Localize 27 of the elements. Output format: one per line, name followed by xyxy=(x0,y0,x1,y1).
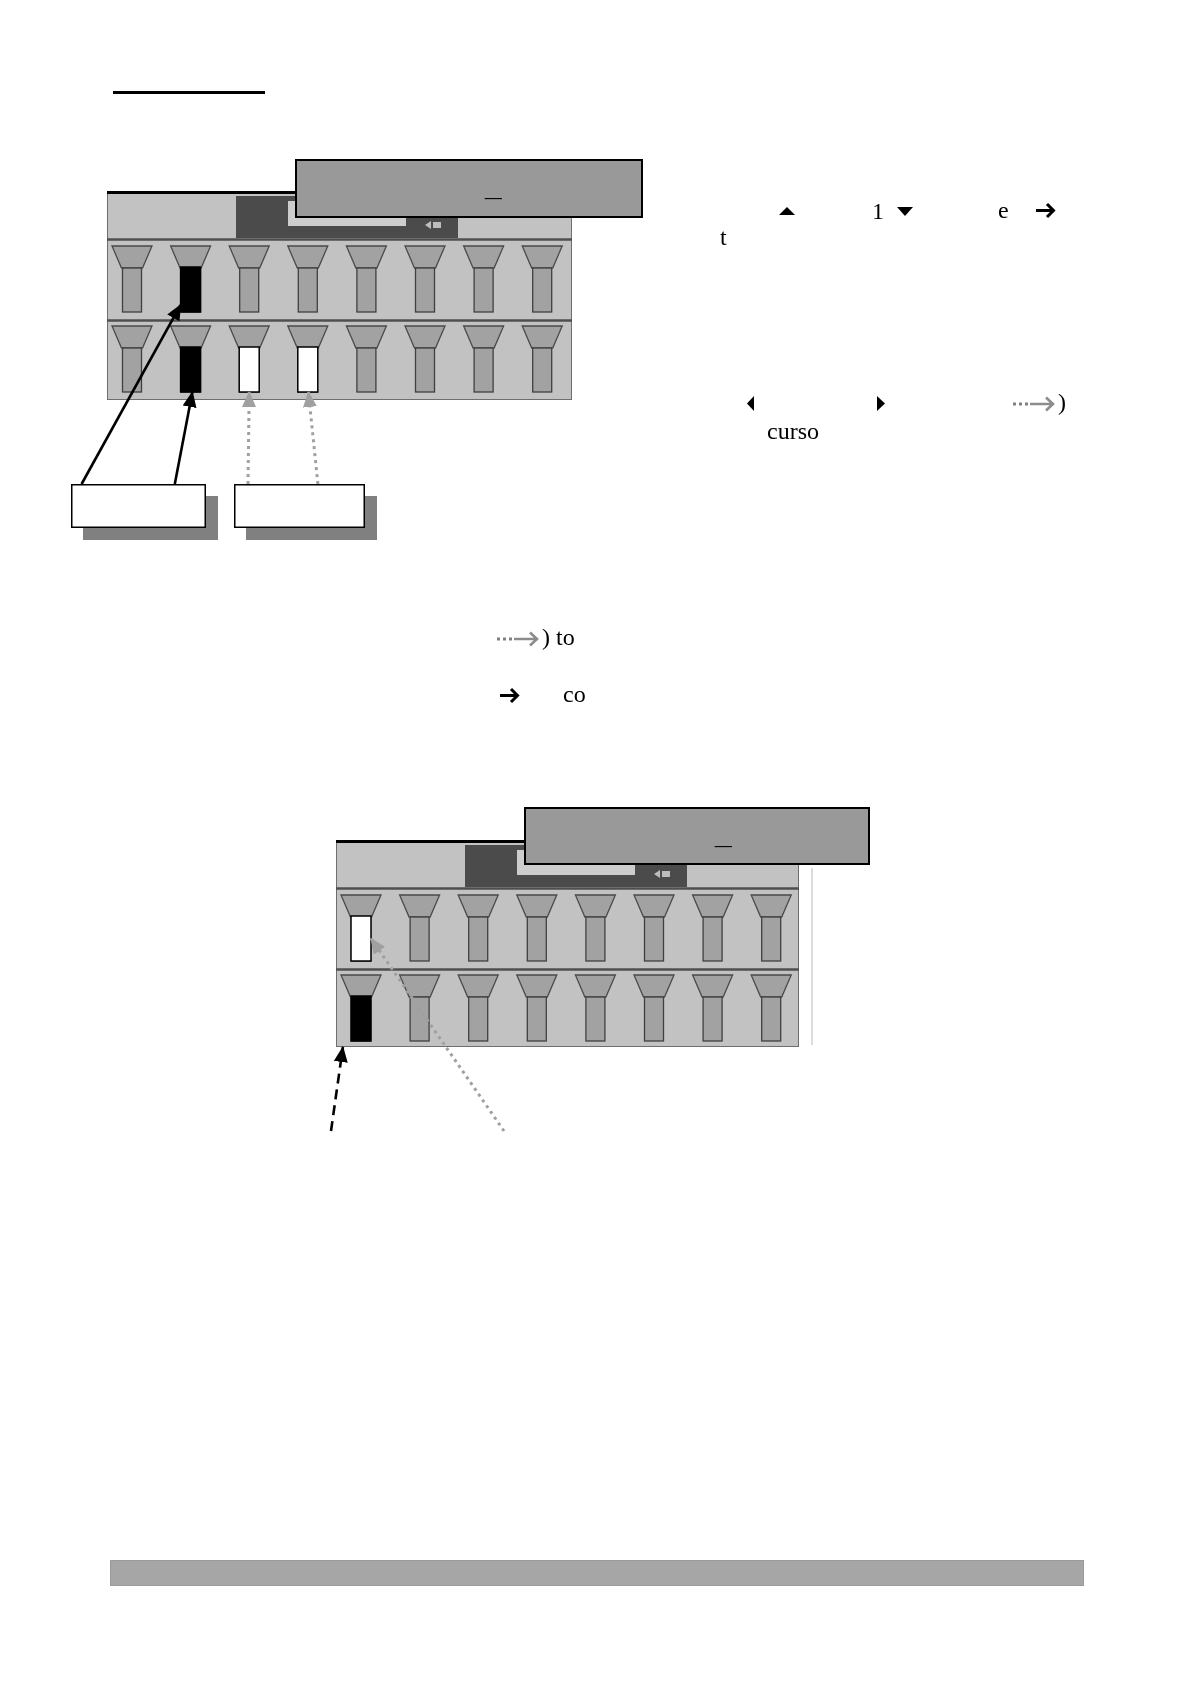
footswitch-indicator xyxy=(350,915,372,962)
footswitch-indicator xyxy=(179,346,202,393)
text-fragment: ) xyxy=(1058,390,1066,414)
leader-arrow xyxy=(173,391,197,485)
text-fragment: t xyxy=(720,225,727,249)
display-panel xyxy=(295,159,643,218)
leader-arrow xyxy=(369,937,506,1132)
leader-arrow xyxy=(303,391,320,485)
footswitch-indicator xyxy=(350,995,372,1042)
leader-arrow xyxy=(80,303,182,485)
display-panel xyxy=(524,807,870,865)
footswitch-indicator xyxy=(238,346,260,393)
footswitch-indicator xyxy=(297,346,319,393)
text-fragment: e xyxy=(998,198,1009,222)
leader-arrow xyxy=(329,1046,348,1132)
callout-box xyxy=(71,484,218,540)
callout-box xyxy=(234,484,377,540)
text-fragment: curso xyxy=(767,419,819,443)
text-fragment: ) to xyxy=(542,625,575,649)
pedalboard-screenshot xyxy=(336,840,799,1047)
display-text: _ xyxy=(715,819,732,849)
leader-arrow xyxy=(242,391,256,485)
display-text: _ xyxy=(485,171,502,201)
text-fragment: 1 xyxy=(872,199,884,223)
footswitch-indicator xyxy=(179,266,202,313)
pedalboard-screenshot xyxy=(107,191,572,400)
text-fragment: co xyxy=(563,682,586,706)
